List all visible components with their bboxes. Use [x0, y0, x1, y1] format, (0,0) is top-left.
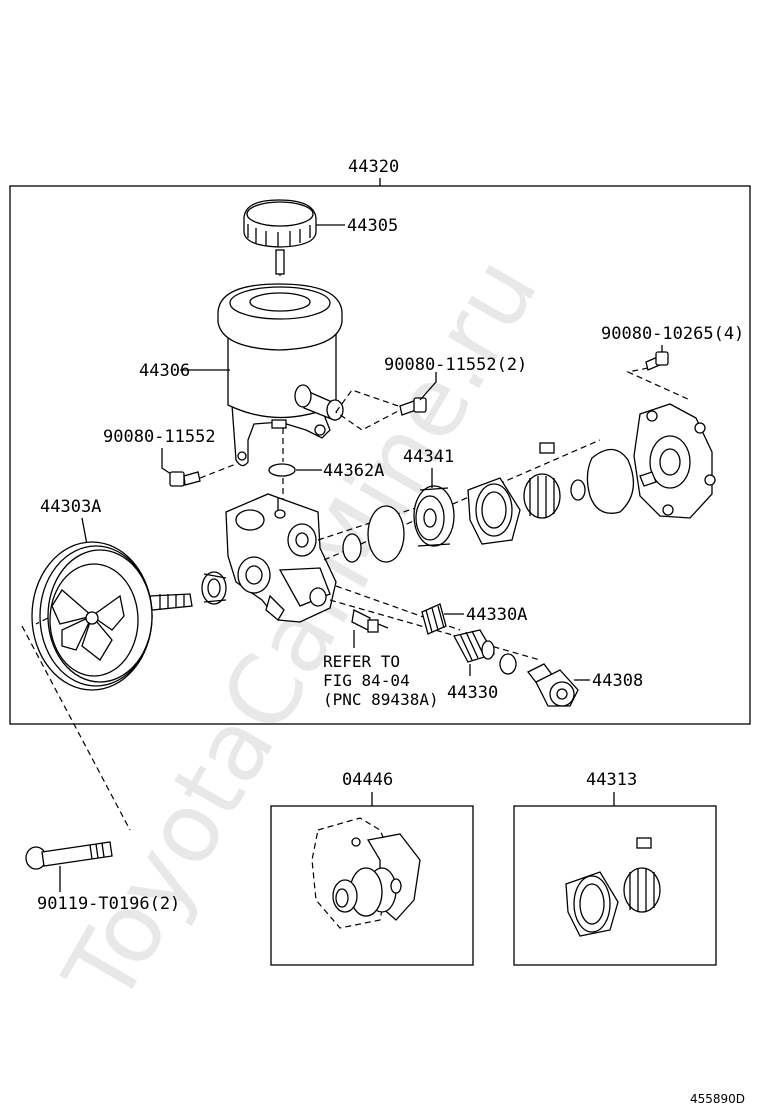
bolt-reservoir-right-part[interactable] [399, 397, 427, 416]
pulley-label[interactable]: 44303A [40, 497, 101, 517]
union-label[interactable]: 44308 [592, 671, 643, 691]
reservoir-label[interactable]: 44306 [139, 361, 190, 381]
pulley-dash-short [35, 617, 49, 625]
bolt-reservoir-right-leader [419, 372, 437, 401]
pulley-bolt-label[interactable]: 90119-T0196(2) [37, 894, 180, 914]
bolt-reservoir-right-label[interactable]: 90080-11552(2) [384, 355, 527, 375]
large-oring-part[interactable] [367, 505, 405, 563]
small-ring-part[interactable] [570, 479, 586, 501]
pump-body-part[interactable] [225, 493, 337, 623]
bolt-left-dash [199, 463, 237, 479]
small-oring-part[interactable] [342, 533, 362, 563]
oring-label[interactable]: 44362A [323, 461, 384, 481]
seal-part[interactable] [201, 571, 227, 605]
valve-part[interactable] [453, 629, 517, 675]
spring-part[interactable] [421, 603, 447, 635]
ring-kit-label[interactable]: 44341 [403, 447, 454, 467]
gasket-kit-part[interactable] [311, 817, 421, 929]
rotor-part[interactable] [523, 442, 561, 519]
cam-kit-part[interactable] [565, 837, 661, 937]
cap-part[interactable] [243, 199, 317, 276]
sensor-part[interactable] [351, 609, 389, 633]
bolt-reservoir-left-part[interactable] [169, 471, 201, 487]
cover-plate-part[interactable] [633, 403, 716, 519]
oring-part[interactable] [268, 428, 296, 510]
cam-kit-label[interactable]: 44313 [586, 770, 637, 790]
cam-kit-frame [513, 805, 717, 966]
refer-line-2: FIG 84-04 [323, 671, 410, 690]
ring-kit-part[interactable] [413, 485, 455, 547]
cap-label[interactable]: 44305 [347, 216, 398, 236]
gasket-kit-frame [270, 805, 474, 966]
valve-label[interactable]: 44330 [447, 683, 498, 703]
spring-label[interactable]: 44330A [466, 605, 527, 625]
refer-line-1: REFER TO [323, 652, 400, 671]
reservoir-part[interactable] [217, 283, 344, 467]
bolt-cover-dash [626, 367, 691, 401]
union-part[interactable] [527, 663, 579, 707]
assembly-label[interactable]: 44320 [348, 157, 399, 177]
pulley-part[interactable] [31, 541, 193, 691]
bolt-cover-part[interactable] [645, 351, 669, 371]
bolt-cover-label[interactable]: 90080-10265(4) [601, 324, 744, 344]
pulley-dash-left [21, 625, 131, 831]
refer-line-3: (PNC 89438A) [323, 690, 439, 709]
gasket-part[interactable] [586, 448, 635, 514]
assembly-frame [9, 185, 751, 725]
drawing-code: 455890D [690, 1092, 745, 1106]
cam-ring-part[interactable] [467, 477, 521, 545]
gasket-kit-label[interactable]: 04446 [342, 770, 393, 790]
pulley-bolt-part[interactable] [25, 841, 113, 870]
bolt-reservoir-left-label[interactable]: 90080-11552 [103, 427, 216, 447]
